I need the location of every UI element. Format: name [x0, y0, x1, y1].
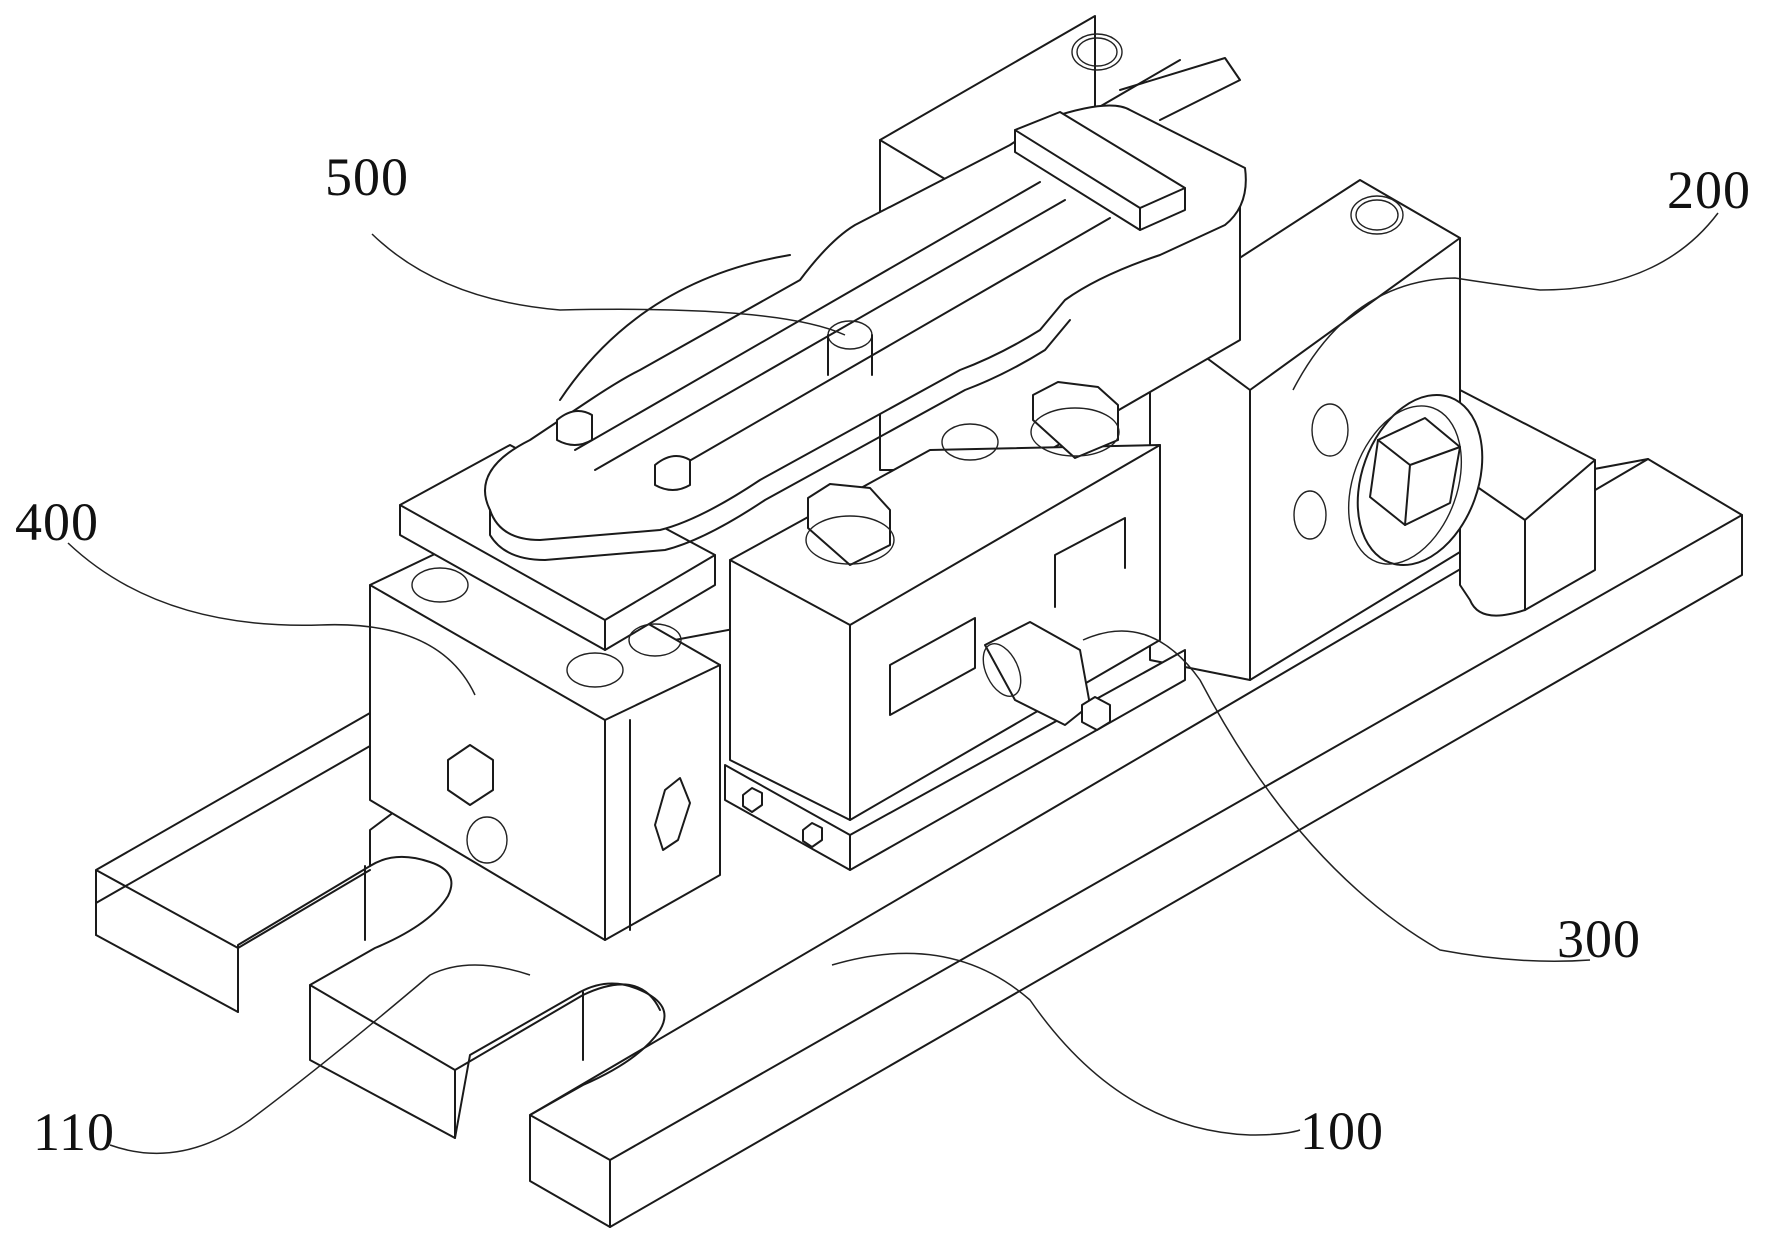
leader-110	[109, 964, 531, 1155]
callout-500: 500	[325, 147, 409, 207]
callout-400: 400	[15, 492, 99, 552]
leader-100	[831, 952, 1301, 1136]
leader-400	[67, 542, 476, 696]
callout-100: 100	[1300, 1101, 1384, 1161]
leader-200	[1292, 212, 1719, 391]
clamping-arm-500	[484, 104, 1247, 561]
clamping-block-400	[369, 444, 721, 941]
callout-300: 300	[1557, 909, 1641, 969]
leader-lines	[67, 212, 1719, 1155]
callout-200: 200	[1667, 160, 1751, 220]
leader-500	[371, 233, 846, 336]
leader-300	[1082, 630, 1591, 962]
adjusting-block-300	[724, 381, 1186, 871]
callout-110: 110	[33, 1102, 115, 1162]
